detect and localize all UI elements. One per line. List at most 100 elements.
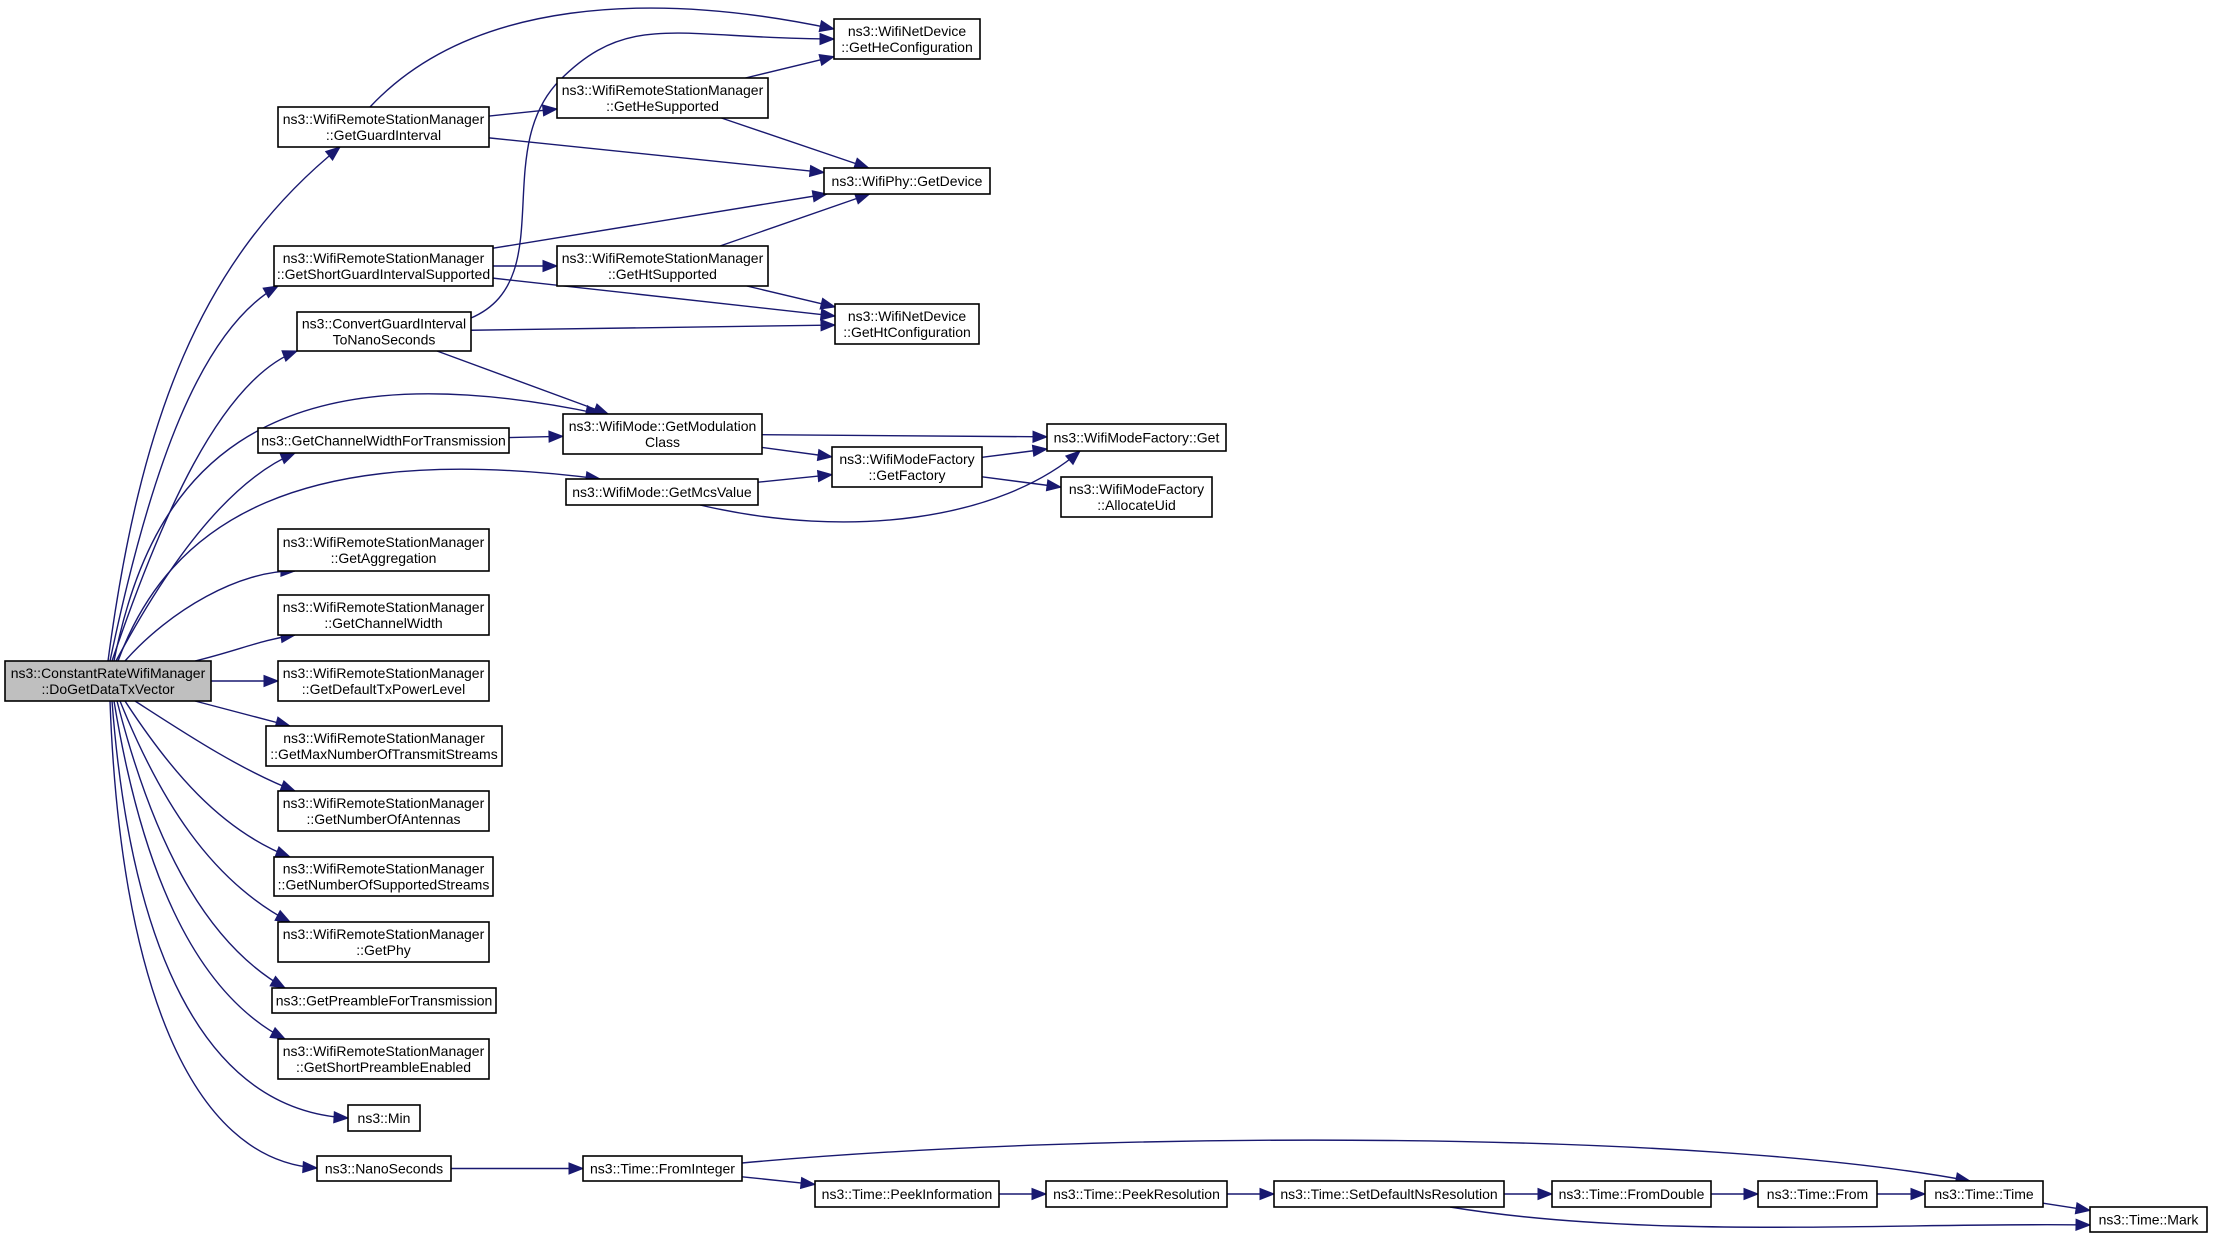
graph-node[interactable]: ns3::WifiRemoteStationManager::GetDefaul… xyxy=(277,660,490,702)
node-box xyxy=(277,790,490,832)
arrowhead-icon xyxy=(853,192,871,205)
arrowhead-icon xyxy=(281,350,299,362)
node-label: ::GetMaxNumberOfTransmitStreams xyxy=(270,746,497,762)
root-node[interactable]: ns3::ConstantRateWifiManager::DoGetDataT… xyxy=(4,660,212,702)
arrowhead-icon xyxy=(542,259,559,273)
graph-node[interactable]: ns3::GetPreambleForTransmission xyxy=(271,987,497,1014)
edge-hesup-to-getdev xyxy=(721,117,869,169)
graph-node[interactable]: ns3::WifiRemoteStationManager::GetHeSupp… xyxy=(556,77,769,119)
graph-node[interactable]: ns3::WifiModeFactory::Get xyxy=(1046,423,1227,452)
graph-node[interactable]: ns3::WifiRemoteStationManager::GetMaxNum… xyxy=(265,725,503,767)
arrowhead-icon xyxy=(818,53,836,67)
node-label: ns3::WifiRemoteStationManager xyxy=(283,250,485,266)
arrowhead-icon xyxy=(279,452,297,465)
node-label: ns3::ConvertGuardInterval xyxy=(302,316,466,332)
node-label: ns3::GetPreambleForTransmission xyxy=(276,993,493,1009)
arrowhead-icon xyxy=(852,157,870,170)
node-label: ::DoGetDataTxVector xyxy=(41,681,174,697)
node-box xyxy=(1551,1180,1712,1208)
arrowhead-icon xyxy=(816,469,834,483)
edge-mcs-to-mfget xyxy=(699,450,1081,523)
node-box xyxy=(823,167,991,195)
node-box xyxy=(814,1180,1000,1208)
graph-node[interactable]: ns3::Time::FromInteger xyxy=(582,1155,743,1182)
node-box xyxy=(1045,1180,1228,1208)
graph-node[interactable]: ns3::WifiRemoteStationManager::GetHtSupp… xyxy=(556,245,769,287)
edge-root-to-modc xyxy=(113,393,601,662)
node-box xyxy=(556,77,769,119)
edge-root-to-pft xyxy=(116,700,286,989)
graph-node[interactable]: ns3::Time::From xyxy=(1757,1180,1878,1208)
graph-node[interactable]: ns3::WifiPhy::GetDevice xyxy=(823,167,991,195)
edge-root-to-conv xyxy=(111,350,298,662)
graph-node[interactable]: ns3::WifiRemoteStationManager::GetNumber… xyxy=(277,790,490,832)
graph-node[interactable]: ns3::WifiRemoteStationManager::GetShortP… xyxy=(277,1038,490,1080)
graph-node[interactable]: ns3::GetChannelWidthForTransmission xyxy=(257,427,510,454)
arrowhead-icon xyxy=(1743,1187,1760,1201)
arrowhead-icon xyxy=(1259,1187,1276,1201)
graph-node[interactable]: ns3::Time::SetDefaultNsResolution xyxy=(1273,1180,1505,1208)
graph-node[interactable]: ns3::WifiNetDevice::GetHtConfiguration xyxy=(834,303,980,345)
node-box xyxy=(833,18,981,60)
node-box xyxy=(296,311,472,352)
graph-node[interactable]: ns3::WifiRemoteStationManager::GetNumber… xyxy=(273,856,494,897)
graph-node[interactable]: ns3::WifiRemoteStationManager::GetGuardI… xyxy=(277,106,490,148)
graph-node[interactable]: ns3::WifiNetDevice::GetHeConfiguration xyxy=(833,18,981,60)
graph-node[interactable]: ns3::NanoSeconds xyxy=(316,1155,452,1182)
node-label: ns3::WifiRemoteStationManager xyxy=(283,599,485,615)
node-label: Class xyxy=(645,434,680,450)
arrowhead-icon xyxy=(274,909,292,923)
arrowhead-icon xyxy=(816,448,834,462)
node-box xyxy=(1273,1180,1505,1208)
graph-node[interactable]: ns3::WifiRemoteStationManager::GetChanne… xyxy=(277,594,490,636)
edge-modc-to-mfget xyxy=(761,434,1048,438)
graph-node[interactable]: ns3::WifiRemoteStationManager::GetShortG… xyxy=(273,245,494,287)
edge-guard-to-getdev xyxy=(488,137,825,174)
arrowhead-icon xyxy=(279,780,297,792)
edges-layer xyxy=(107,7,2092,1232)
graph-node[interactable]: ns3::Time::Time xyxy=(1924,1180,2044,1208)
arrowhead-icon xyxy=(1910,1187,1927,1201)
edge-root-to-nano xyxy=(109,700,318,1169)
node-label: ::GetAggregation xyxy=(331,550,437,566)
node-box xyxy=(4,660,212,702)
arrowhead-icon xyxy=(819,32,836,46)
node-label: ns3::WifiNetDevice xyxy=(848,23,966,39)
node-box xyxy=(316,1155,452,1182)
node-label: ns3::Time::FromDouble xyxy=(1559,1186,1705,1202)
node-label: ::GetFactory xyxy=(868,467,945,483)
node-label: ns3::Time::Time xyxy=(1934,1186,2034,1202)
node-box xyxy=(834,303,980,345)
node-label: ns3::GetChannelWidthForTransmission xyxy=(261,433,506,449)
arrowhead-icon xyxy=(1064,450,1082,466)
node-box xyxy=(582,1155,743,1182)
graph-node[interactable]: ns3::Time::PeekInformation xyxy=(814,1180,1000,1208)
node-box xyxy=(273,856,494,897)
graph-node[interactable]: ns3::Time::FromDouble xyxy=(1551,1180,1712,1208)
graph-node[interactable]: ns3::WifiRemoteStationManager::GetPhy xyxy=(277,921,490,963)
node-label: ns3::WifiRemoteStationManager xyxy=(283,795,485,811)
edge-root-to-noa xyxy=(134,700,296,792)
node-box xyxy=(1757,1180,1878,1208)
arrowhead-icon xyxy=(1045,479,1063,492)
node-label: ns3::WifiPhy::GetDevice xyxy=(832,173,983,189)
graph-node[interactable]: ns3::WifiModeFactory::GetFactory xyxy=(831,446,983,488)
graph-node[interactable]: ns3::Time::PeekResolution xyxy=(1045,1180,1228,1208)
node-label: ns3::Time::FromInteger xyxy=(590,1161,735,1177)
graph-node[interactable]: ns3::Time::Mark xyxy=(2089,1206,2208,1233)
arrowhead-icon xyxy=(269,975,287,989)
arrowhead-icon xyxy=(1031,444,1049,458)
graph-node[interactable]: ns3::WifiModeFactory::AllocateUid xyxy=(1060,476,1213,518)
graph-node[interactable]: ns3::WifiRemoteStationManager::GetAggreg… xyxy=(277,528,490,572)
node-box xyxy=(2089,1206,2208,1233)
graph-node[interactable]: ns3::Min xyxy=(347,1104,421,1132)
graph-node[interactable]: ns3::WifiMode::GetMcsValue xyxy=(565,478,759,506)
arrowhead-icon xyxy=(592,403,610,415)
node-label: ns3::WifiModeFactory xyxy=(1069,481,1204,497)
node-box xyxy=(565,478,759,506)
node-label: ns3::WifiRemoteStationManager xyxy=(562,250,764,266)
arrowhead-icon xyxy=(2074,1202,2092,1215)
